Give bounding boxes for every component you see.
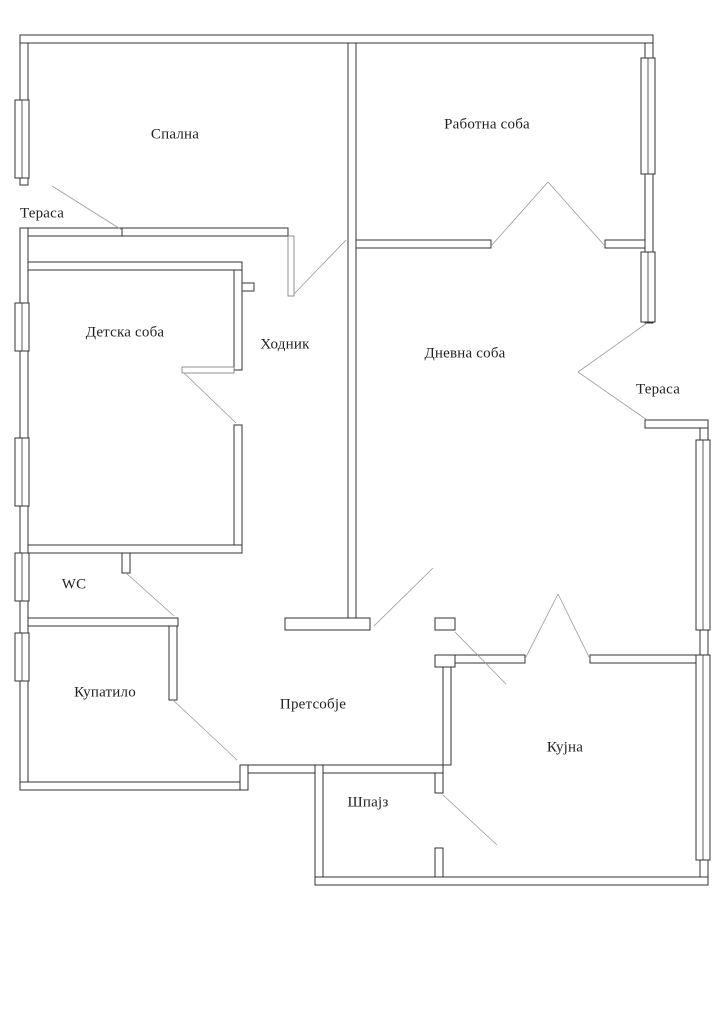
- window-bedroom-left: [14, 99, 30, 179]
- wall-wc-right: [121, 552, 131, 574]
- door-swing-terrace-right-b: [577, 371, 648, 421]
- wall-bathroom-bottom: [19, 781, 249, 791]
- wall-entry-step-stub: [239, 764, 249, 791]
- wall-pantry-right-lower: [434, 847, 444, 878]
- wall-center-spine: [347, 42, 357, 626]
- wall-bathroom-right: [168, 625, 178, 701]
- wall-wc-bottom: [27, 617, 179, 627]
- wall-entry-bottom: [239, 764, 444, 774]
- wall-hall-cap: [284, 617, 371, 631]
- wall-pantry-left: [314, 764, 324, 878]
- room-label-kujna: Кујна: [546, 739, 584, 756]
- doors: [51, 181, 648, 846]
- window-livingroom-right-lower: [695, 439, 711, 631]
- room-label-pretsobje: Претсобје: [279, 696, 347, 713]
- wall-pantry-right-upper: [434, 772, 444, 794]
- wall-workroom-bottom-right: [604, 239, 646, 249]
- door-swing-bedroom: [293, 239, 347, 295]
- wall-kidsroom-right-upper: [233, 269, 243, 371]
- room-label-terasa-left: Тераса: [19, 205, 65, 222]
- wall-doorstop-stub: [241, 282, 255, 292]
- window-workroom-right: [640, 57, 656, 175]
- wall-bedroom-bottom: [121, 227, 289, 237]
- room-label-terasa-right: Тераса: [635, 381, 681, 398]
- wall-kitchen-jamb-b: [434, 654, 456, 668]
- wall-kitchen-top-right: [589, 654, 701, 664]
- window-wc-left: [14, 552, 30, 602]
- room-label-spalna: Спална: [150, 126, 200, 143]
- door-swing-workroom-b: [547, 181, 606, 247]
- room-label-hodnik: Ходник: [260, 336, 310, 353]
- door-swing-kidsroom: [183, 372, 237, 424]
- wall-right-upper: [644, 42, 654, 324]
- door-swing-terrace-right-a: [577, 322, 648, 373]
- door-swing-livingroom: [373, 567, 434, 627]
- door-swing-kitchen-entry: [454, 631, 507, 685]
- room-label-rabotna-soba: Работна соба: [444, 116, 530, 133]
- window-kidsroom-left-b: [14, 437, 30, 507]
- window-kitchen-right: [695, 654, 711, 861]
- door-swing-kitchen-living-b: [557, 593, 591, 660]
- door-swing-wc: [125, 572, 175, 617]
- wall-workroom-bottom-left: [355, 239, 492, 249]
- wall-bottom: [314, 876, 709, 886]
- walls: [19, 34, 709, 886]
- wall-terrace-bottom: [27, 227, 123, 237]
- wall-kitchen-jamb-a: [434, 617, 456, 631]
- wall-kidsroom-right-lower: [233, 424, 243, 546]
- window-livingroom-right-upper: [640, 251, 656, 323]
- door-swing-bathroom: [172, 699, 238, 761]
- door-leaf-bedroom: [287, 235, 295, 297]
- door-leaf-kidsroom: [181, 366, 235, 374]
- room-label-detska-soba: Детска соба: [85, 324, 165, 341]
- room-label-wc: WC: [61, 576, 87, 593]
- room-label-shpajz: Шпајз: [347, 794, 389, 811]
- wall-step-right: [644, 419, 709, 429]
- wall-top: [19, 34, 654, 44]
- windows: [14, 57, 711, 861]
- wall-kidsroom-top: [27, 261, 243, 271]
- window-bathroom-left: [14, 632, 30, 682]
- door-swing-pantry: [442, 794, 498, 846]
- window-kidsroom-left-a: [14, 302, 30, 352]
- door-swing-workroom-a: [490, 181, 549, 247]
- wall-kidsroom-bottom: [27, 544, 243, 554]
- room-label-kupatilo: Купатило: [74, 684, 136, 701]
- door-swing-terrace-left: [51, 185, 123, 231]
- door-swing-kitchen-living-a: [524, 593, 559, 660]
- room-label-dnevna-soba: Дневна соба: [424, 345, 506, 362]
- wall-kitchen-left: [442, 666, 452, 766]
